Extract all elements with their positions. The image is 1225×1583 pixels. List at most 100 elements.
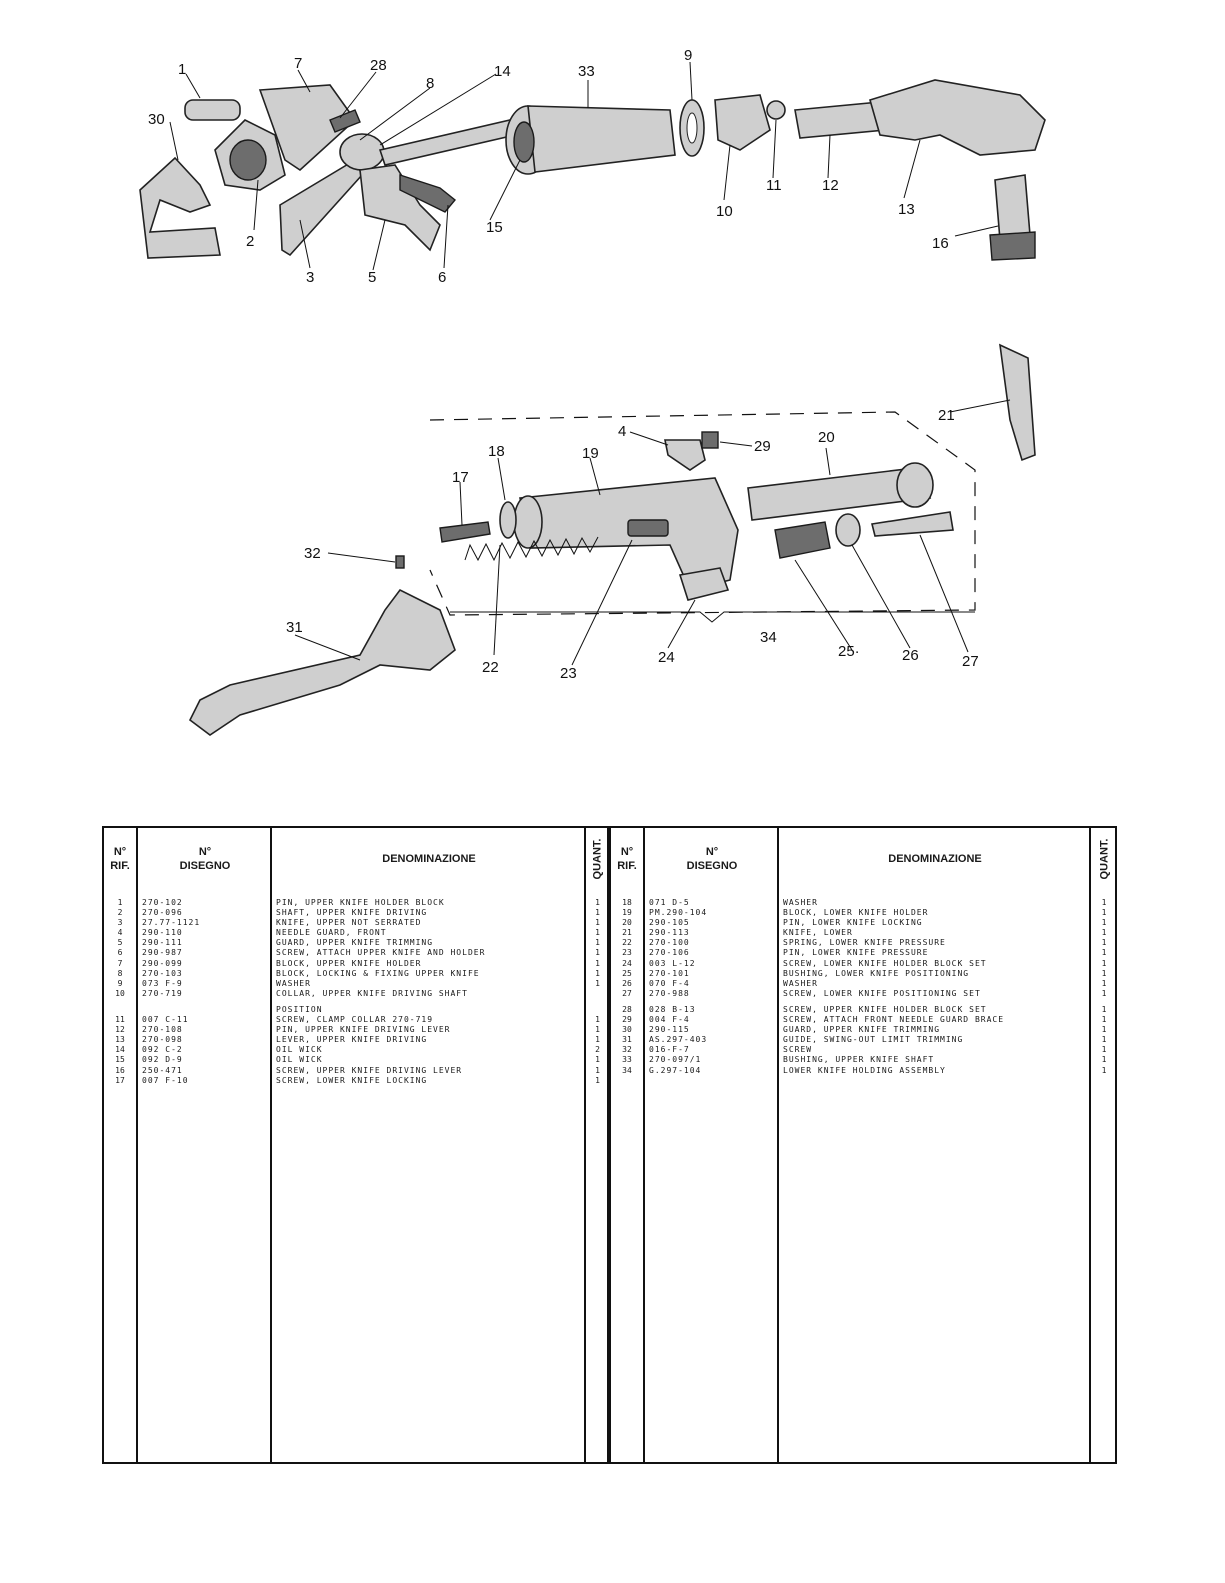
callout-8: 8 (426, 75, 434, 92)
table-cell-rif: 11 (115, 1015, 125, 1025)
table-cell-rif: 32 (622, 1045, 632, 1055)
callout-29: 29 (754, 438, 771, 455)
table-cell-disegno: G.297-104 (649, 1065, 702, 1075)
header-quant: QUANT. (591, 838, 604, 880)
callout-12: 12 (822, 177, 839, 194)
col-denominazione: DENOMINAZIONE WASHER BLOCK, LOWER KNIFE H… (777, 828, 1091, 1462)
table-cell-quant (586, 1005, 609, 1015)
table-cell-disegno: 290-113 (649, 928, 690, 938)
table-cell-denominazione: SCREW, LOWER KNIFE POSITIONING SET (783, 988, 981, 998)
table-cell-denominazione: WASHER (783, 978, 818, 988)
table-cell-quant: 1 (1101, 1055, 1107, 1065)
table-cell-disegno: 290-987 (142, 948, 183, 958)
callout-11: 11 (766, 177, 782, 194)
part-8-block (339, 133, 385, 171)
part-5-guard (359, 164, 441, 252)
callout-26: 26 (902, 647, 919, 664)
table-cell-rif: 28 (622, 1004, 632, 1014)
callout-17: 17 (452, 469, 469, 486)
part-14-rod (378, 119, 517, 166)
table-cell-disegno: 007 F-10 (142, 1075, 189, 1085)
callout-labels: 1 2 3 4 5 6 7 8 9 10 11 12 13 14 15 16 1… (148, 47, 979, 682)
table-cell-denominazione: BLOCK, UPPER KNIFE HOLDER (276, 958, 422, 968)
table-cell-rif: 1 (117, 898, 123, 907)
header-disegno: N°DISEGNO (179, 846, 231, 872)
table-cell-denominazione: KNIFE, LOWER (783, 928, 853, 938)
table-cell-disegno: 071 D-5 (649, 898, 690, 907)
part-3-knife (279, 158, 363, 257)
table-cell-rif: 12 (115, 1025, 125, 1035)
table-cell-denominazione: SCREW, ATTACH FRONT NEEDLE GUARD BRACE (783, 1015, 1005, 1025)
table-cell-quant: 1 (595, 958, 600, 968)
table-cell-rif: 20 (622, 918, 632, 928)
table-cell-denominazione: LOWER KNIFE HOLDING ASSEMBLY (783, 1065, 946, 1075)
table-cell-quant: 1 (595, 938, 600, 948)
table-cell-disegno: 270-097/1 (649, 1055, 702, 1065)
table-cell-quant: 1 (1101, 948, 1107, 958)
table-cell-quant: 1 (1101, 928, 1107, 938)
table-cell-denominazione: GUARD, UPPER KNIFE TRIMMING (276, 938, 434, 948)
header-denominazione: DENOMINAZIONE (888, 853, 982, 865)
table-cell-quant: 1 (1101, 918, 1107, 928)
header-disegno: N°DISEGNO (686, 846, 738, 872)
table-cell-rif: 27 (622, 988, 632, 998)
table-cell-quant: 1 (1101, 1045, 1107, 1055)
table-cell-disegno: 007 C-11 (142, 1015, 189, 1025)
upper-assembly (139, 79, 1046, 261)
part-24-screw (678, 567, 730, 601)
table-cell-denominazione: OIL WICK (276, 1045, 323, 1055)
callout-3: 3 (306, 269, 314, 286)
header-rif: N°RIF. (617, 846, 637, 872)
table-cell-denominazione: BLOCK, LOWER KNIFE HOLDER (783, 908, 929, 918)
table-cell-quant: 1 (595, 1035, 600, 1045)
part-25-bushing (774, 521, 831, 559)
table-cell-quant: 1 (595, 1025, 600, 1035)
header-denominazione: DENOMINAZIONE (382, 853, 476, 865)
callout-34: 34 (760, 629, 777, 646)
table-cell-quant: 1 (1101, 1065, 1107, 1075)
table-cell-quant: 1 (1101, 908, 1107, 918)
table-cell-rif: 22 (622, 938, 632, 948)
table-cell-denominazione: SCREW, LOWER KNIFE HOLDER BLOCK SET (783, 958, 987, 968)
table-cell-quant: 1 (1101, 988, 1107, 998)
callout-15: 15 (486, 219, 503, 236)
leader-lines (169, 61, 1011, 666)
table-cell-disegno: 004 F-4 (649, 1015, 690, 1025)
part-26-washer (835, 513, 861, 547)
lower-assembly (188, 343, 1036, 736)
table-cell-disegno: 092 C-2 (142, 1045, 183, 1055)
table-cell-rif: 7 (117, 958, 123, 968)
table-cell-disegno: 073 F-9 (142, 978, 183, 988)
table-cell-denominazione: OIL WICK (276, 1055, 323, 1065)
callout-20: 20 (818, 429, 835, 446)
table-cell-disegno: 092 D-9 (142, 1055, 183, 1065)
table-cell-rif: 25 (622, 968, 632, 978)
table-cell-quant: 1 (1101, 968, 1107, 978)
table-cell-rif: 8 (117, 968, 123, 978)
callout-4: 4 (618, 423, 626, 440)
table-cell-rif: 29 (622, 1015, 632, 1025)
table-cell-disegno: 290-099 (142, 958, 183, 968)
table-cell-denominazione: POSITION (276, 1004, 323, 1014)
header-rif: N°RIF. (110, 846, 130, 872)
part-33-bushing (527, 105, 676, 173)
table-cell-rif: 33 (622, 1055, 632, 1065)
part-20-head (896, 462, 934, 508)
callout-28: 28 (370, 57, 387, 74)
table-cell-quant: 1 (595, 968, 600, 978)
part-16-screw (994, 174, 1031, 241)
table-cell-denominazione: GUARD, UPPER KNIFE TRIMMING (783, 1025, 941, 1035)
table-cell-quant: 2 (595, 1045, 600, 1055)
exploded-parts-diagram: 1 2 3 4 5 6 7 8 9 10 11 12 13 14 15 16 1… (139, 47, 1046, 736)
table-cell-quant: 1 (595, 908, 600, 918)
table-cell-rif: 3 (117, 918, 123, 928)
part-30-guard (139, 156, 221, 259)
table-cell-rif: 4 (117, 928, 123, 938)
